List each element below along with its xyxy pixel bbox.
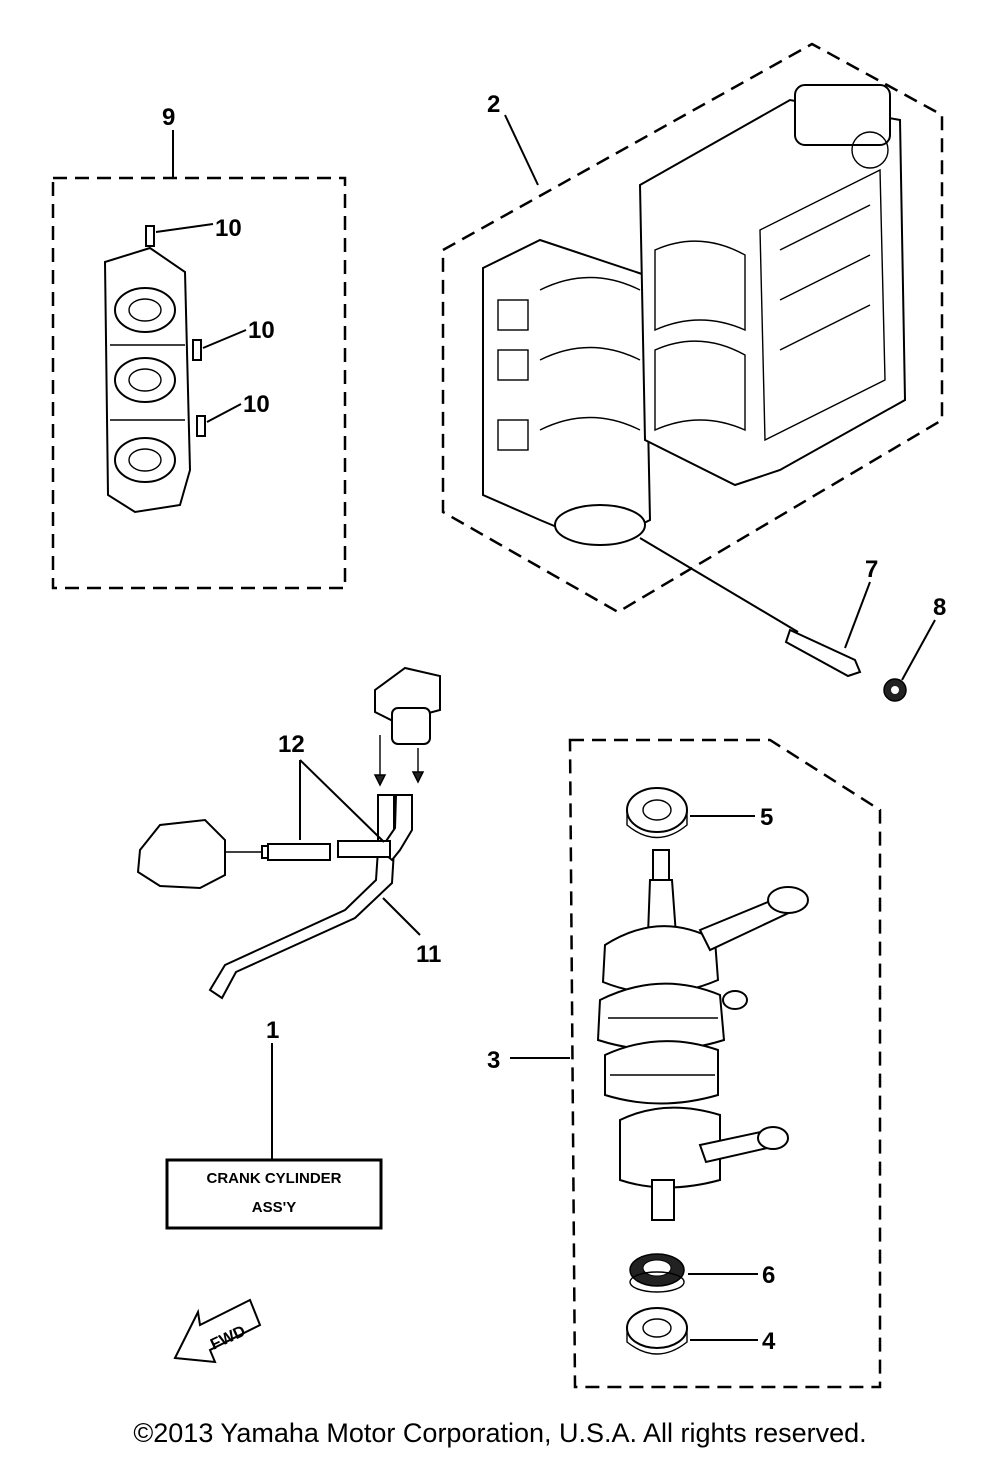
fuel-filter-part[interactable]	[374, 666, 441, 745]
joint-12-left[interactable]	[267, 843, 331, 861]
callout-12: 12	[278, 731, 305, 758]
parts-diagram: 9 10 10 10 2	[51, 42, 946, 1389]
copyright-notice: ©2013 Yamaha Motor Corporation, U.S.A. A…	[133, 1418, 867, 1448]
leader-7	[844, 581, 871, 649]
fuel-pump-part[interactable]	[136, 818, 269, 890]
leader-2	[504, 114, 539, 186]
joint-12-right[interactable]	[337, 840, 391, 858]
spark-plug-group: 7 8	[784, 556, 946, 702]
leader-10-middle	[202, 329, 247, 349]
callout-10-top: 10	[215, 215, 242, 242]
oil-seal-6[interactable]	[629, 1253, 685, 1293]
callout-11: 11	[416, 941, 441, 968]
fwd-arrow: FWD	[173, 1298, 262, 1364]
screw-10-middle[interactable]	[192, 339, 202, 361]
leader-10-bottom	[206, 403, 242, 423]
callout-5: 5	[760, 804, 773, 831]
hose-group: 11 12 1	[136, 666, 441, 1160]
leader-10-top	[155, 223, 214, 233]
assembly-label-box: CRANK CYLINDER ASS'Y	[165, 1158, 383, 1230]
intake-plate-part[interactable]	[103, 246, 192, 514]
callout-9: 9	[162, 104, 175, 131]
callout-2: 2	[487, 91, 500, 118]
callout-6: 6	[762, 1262, 775, 1289]
callout-4: 4	[762, 1328, 776, 1355]
crankcase-group: 2	[441, 42, 944, 633]
crankshaft-part[interactable]	[596, 849, 809, 1221]
screw-10-top[interactable]	[145, 225, 155, 247]
callout-10-middle: 10	[248, 317, 275, 344]
group-3-dashed-outline	[568, 738, 882, 1389]
group-2-dashed-outline	[441, 42, 944, 614]
leader-plug-line	[639, 537, 799, 633]
spark-plug-7[interactable]	[784, 628, 862, 678]
crankshaft-group: 3 5	[487, 738, 882, 1389]
callout-8: 8	[933, 594, 946, 621]
leader-11	[382, 897, 421, 936]
cylinder-block-part[interactable]	[482, 238, 652, 547]
leader-12b	[299, 759, 385, 843]
callout-3: 3	[487, 1047, 500, 1074]
callout-7: 7	[865, 556, 878, 583]
intake-plate-group: 9 10 10 10	[51, 104, 347, 590]
crankcase-half-part[interactable]	[638, 84, 907, 487]
oil-seal-5[interactable]	[626, 787, 688, 839]
assembly-label-line2: ASS'Y	[252, 1199, 296, 1216]
callout-10-bottom: 10	[243, 391, 270, 418]
bearing-4[interactable]	[626, 1307, 688, 1355]
leader-8	[901, 619, 936, 681]
group-9-dashed-box	[51, 176, 347, 590]
callout-1: 1	[266, 1017, 279, 1044]
assembly-label-line1: CRANK CYLINDER	[207, 1170, 342, 1187]
screw-10-bottom[interactable]	[196, 415, 206, 437]
